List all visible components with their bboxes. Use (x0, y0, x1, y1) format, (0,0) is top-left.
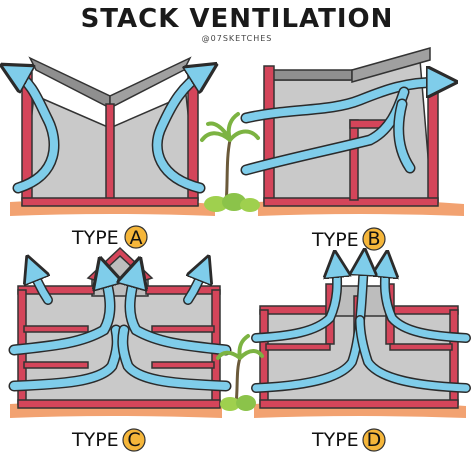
page-title: STACK VENTILATION (80, 4, 394, 34)
label-badge (362, 428, 386, 452)
roof-right (351, 47, 431, 83)
right-wall (427, 85, 439, 203)
label-type-b: TYPE B (311, 227, 386, 251)
left-wall (263, 65, 275, 203)
floor-slab (265, 343, 331, 351)
floor-slab (21, 197, 199, 207)
floor-slab (389, 343, 453, 351)
airflow-arrow (242, 82, 442, 122)
label-word: TYPE (71, 429, 119, 451)
label-letter: A (130, 227, 143, 249)
label-letter: D (367, 429, 382, 451)
label-word: TYPE (311, 429, 359, 451)
airflow-arrow (32, 268, 52, 304)
airflow-arrow (130, 272, 230, 354)
diagram-type-c (8, 246, 232, 418)
label-type-c: TYPE C (71, 428, 146, 452)
airflow-arrow (252, 262, 364, 392)
label-badge (362, 227, 386, 251)
roof-slab (145, 285, 221, 295)
diagram-type-b (240, 47, 464, 216)
label-word: TYPE (71, 227, 119, 249)
floor-slab (23, 361, 89, 369)
floor-slab (259, 399, 459, 409)
airflow-arrow (14, 72, 58, 192)
interior-partition (349, 119, 359, 201)
credit-handle: @07SKETCHES (201, 34, 273, 43)
floor-slab (23, 325, 89, 333)
floor-slab (151, 361, 215, 369)
airflow-arrow (385, 264, 470, 342)
airflow-arrow (10, 272, 110, 354)
airflow-arrow (252, 264, 337, 342)
label-type-a: TYPE A (71, 225, 148, 249)
shrub-icon (220, 395, 256, 411)
palm-tree-icon (200, 112, 260, 206)
label-badge (122, 428, 146, 452)
label-word: TYPE (311, 229, 359, 251)
roof-slab (393, 305, 459, 315)
roof-slab (17, 285, 95, 295)
airflow-arrow (118, 326, 230, 390)
airflow-arrow (184, 268, 204, 304)
label-type-d: TYPE D (311, 428, 386, 452)
airflow-arrow (10, 326, 122, 390)
label-letter: B (367, 228, 380, 250)
airflow-arrow (153, 72, 204, 192)
diagram-type-a (10, 56, 215, 216)
diagram-type-d (251, 262, 471, 418)
airflow-arrow (394, 100, 414, 172)
airflow-arrow (356, 316, 470, 392)
floor-slab (17, 399, 221, 409)
center-wall (105, 103, 115, 201)
roof-left (264, 69, 353, 81)
roof-slab (259, 305, 327, 315)
label-letter: C (127, 429, 140, 451)
floor-slab (151, 325, 215, 333)
label-badge (124, 225, 148, 249)
shrub-icon (204, 193, 260, 212)
